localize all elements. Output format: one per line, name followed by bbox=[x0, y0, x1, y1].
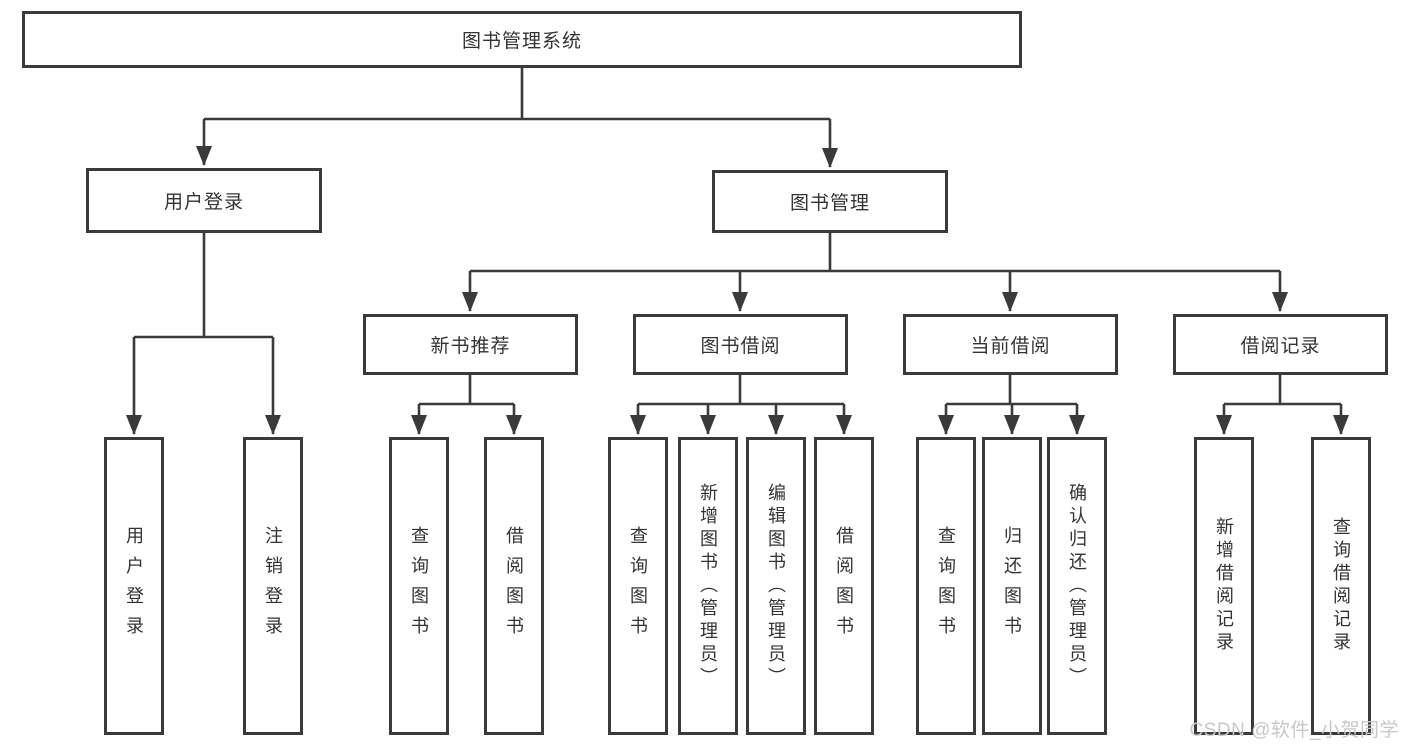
leaf-logout: 注销登录 bbox=[243, 437, 303, 735]
leaf-query-borrow-record: 查询借阅记录 bbox=[1311, 437, 1371, 735]
node-current-borrow: 当前借阅 bbox=[903, 314, 1118, 375]
node-book-management: 图书管理 bbox=[712, 170, 948, 233]
watermark-text: CSDN @软件_小贺同学 bbox=[1189, 720, 1399, 741]
node-book-borrow: 图书借阅 bbox=[633, 314, 848, 375]
leaf-borrow-books-recommend: 借阅图书 bbox=[484, 437, 544, 735]
leaf-query-books-borrow: 查询图书 bbox=[608, 437, 668, 735]
leaf-query-books-current: 查询图书 bbox=[916, 437, 976, 735]
leaf-borrow-books: 借阅图书 bbox=[814, 437, 874, 735]
leaf-add-borrow-record: 新增借阅记录 bbox=[1194, 437, 1254, 735]
leaf-confirm-return-admin: 确认归还（管理员） bbox=[1047, 437, 1107, 735]
leaf-add-book-admin: 新增图书（管理员） bbox=[678, 437, 738, 735]
leaf-return-books: 归还图书 bbox=[982, 437, 1042, 735]
leaf-query-books-recommend: 查询图书 bbox=[389, 437, 449, 735]
leaf-user-login: 用户登录 bbox=[104, 437, 164, 735]
node-borrow-records: 借阅记录 bbox=[1173, 314, 1388, 375]
node-book-management-system: 图书管理系统 bbox=[22, 11, 1022, 68]
leaf-edit-book-admin: 编辑图书（管理员） bbox=[746, 437, 806, 735]
node-user-login: 用户登录 bbox=[86, 168, 322, 233]
node-new-book-recommend: 新书推荐 bbox=[363, 314, 578, 375]
